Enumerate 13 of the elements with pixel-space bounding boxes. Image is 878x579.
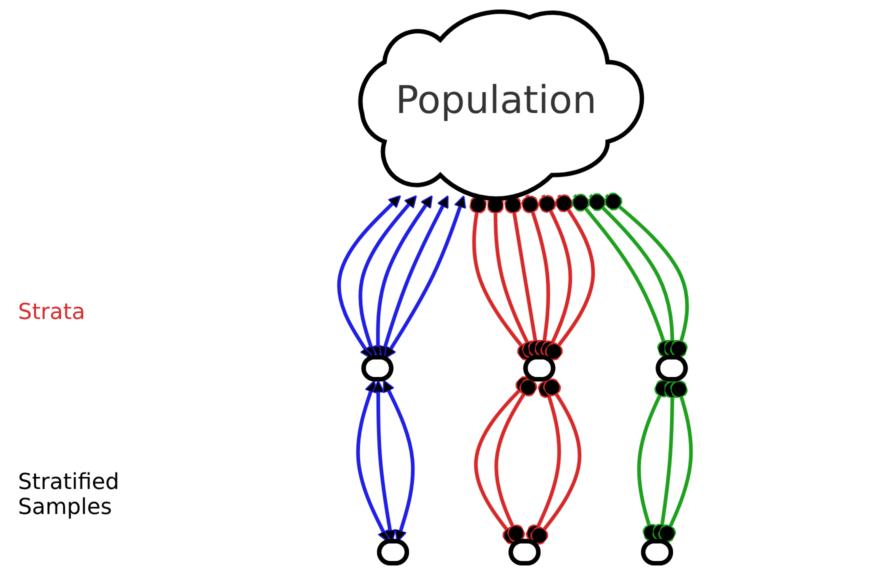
arrow (337, 195, 402, 360)
arrow (382, 380, 415, 542)
connector (494, 378, 538, 543)
arrow (358, 195, 417, 358)
arrow (356, 380, 390, 543)
connector (544, 194, 595, 360)
row-label: Strata (18, 300, 86, 325)
connector (658, 379, 693, 543)
arrow (384, 195, 466, 360)
connector (530, 378, 582, 544)
connector (604, 192, 689, 358)
row-label: Stratified Samples (18, 470, 120, 520)
arrow (378, 195, 449, 358)
